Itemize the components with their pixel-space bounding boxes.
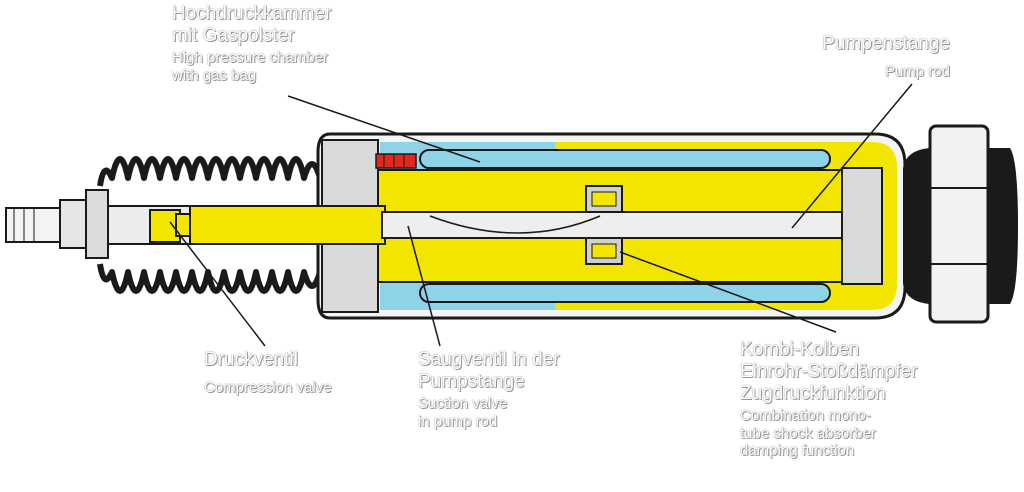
label-high-pressure-de-2: mit Gaspolster: [172, 24, 295, 46]
valve-red-icon: [375, 153, 417, 169]
label-pump-rod: Pumpenstange Pump rod: [800, 34, 950, 80]
label-piston-en-2: tube shock absorber: [740, 424, 876, 442]
gas-bag-lower: [419, 283, 831, 303]
leader-line-pump-rod: [791, 83, 913, 229]
label-suction-en-2: in pump rod: [418, 412, 498, 430]
label-suction-en-1: Suction valve: [418, 394, 508, 412]
label-high-pressure-en-1: High pressure chamber: [172, 48, 328, 66]
leader-line-suction: [407, 225, 441, 347]
label-high-pressure-de-1: Hochdruckkammer: [172, 3, 332, 24]
label-high-pressure-en-2: with gas bag: [172, 66, 257, 84]
leader-line-high-pressure: [287, 95, 481, 163]
end-cap: [841, 167, 883, 285]
label-damper-piston: Kombi-Kolben Einrohr-Stoßdämpfer Zugdruc…: [740, 340, 917, 459]
label-piston-en-3: damping function: [740, 442, 855, 460]
leader-line-discharge: [169, 221, 266, 347]
label-high-pressure: Hochdruckkammer mit Gaspolster High pres…: [172, 4, 331, 83]
label-discharge-en: Compression valve: [204, 378, 332, 396]
label-suction-de-1: Saugventil in der: [418, 349, 560, 370]
label-piston-en-1: Combination mono-: [740, 406, 871, 424]
damper-piston-icon: [585, 185, 623, 265]
label-pump-rod-en: Pump rod: [884, 62, 950, 80]
label-suction-de-2: Pumpstange: [418, 370, 525, 392]
label-pump-rod-de: Pumpenstange: [822, 33, 950, 54]
end-mount-bushing-icon: [903, 124, 1018, 324]
leader-line-piston: [619, 251, 837, 333]
label-piston-de-2: Einrohr-Stoßdämpfer: [740, 360, 918, 382]
label-piston-de-1: Kombi-Kolben: [740, 339, 860, 360]
threaded-rod-end-icon: [5, 189, 109, 259]
label-piston-de-3: Zugdruckfunktion: [740, 382, 886, 404]
gas-bag-upper: [419, 149, 831, 169]
pump-rod-flute: [429, 215, 601, 234]
label-discharge-valve: Druckventil Compression valve: [204, 350, 332, 396]
label-discharge-de: Druckventil: [204, 349, 298, 370]
pump-rod: [381, 211, 883, 239]
label-suction-valve: Saugventil in der Pumpstange Suction val…: [418, 350, 560, 429]
main-rod: [189, 205, 386, 245]
